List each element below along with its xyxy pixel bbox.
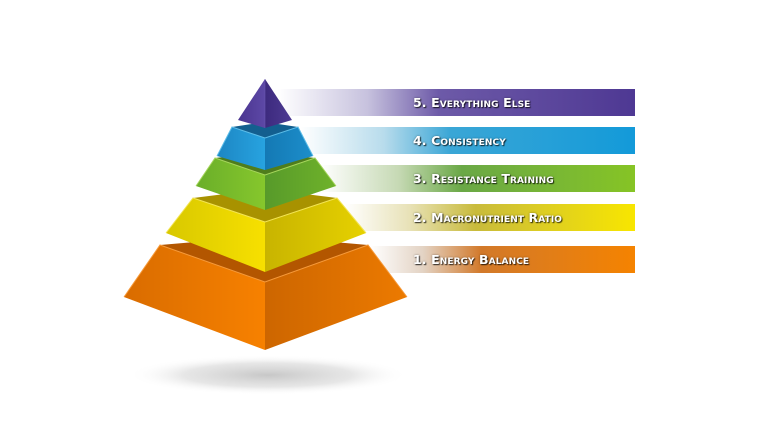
level-4-row: 4. Consistency — [280, 127, 635, 154]
band-level-3 — [320, 165, 635, 192]
pyramid-tier-5-everything-else — [238, 79, 292, 128]
level-1-label: 1. Energy Balance — [413, 252, 530, 267]
band-level-4 — [300, 127, 635, 154]
level-2-row: 2. Macronutrient Ratio — [280, 204, 635, 231]
level-5-label: 5. Everything Else — [413, 95, 531, 110]
level-2-label: 2. Macronutrient Ratio — [413, 210, 563, 225]
level-4-label: 4. Consistency — [413, 133, 506, 148]
band-level-5 — [278, 89, 635, 116]
level-3-row: 3. Resistance Training — [280, 165, 635, 192]
band-level-2 — [345, 204, 635, 231]
level-1-row: 1. Energy Balance — [280, 246, 635, 273]
level-3-label: 3. Resistance Training — [413, 171, 554, 186]
level-5-row: 5. Everything Else — [280, 89, 635, 116]
pyramid-shadow — [128, 355, 408, 395]
band-level-1 — [370, 246, 635, 273]
pyramid-tier-4-consistency — [216, 122, 314, 170]
